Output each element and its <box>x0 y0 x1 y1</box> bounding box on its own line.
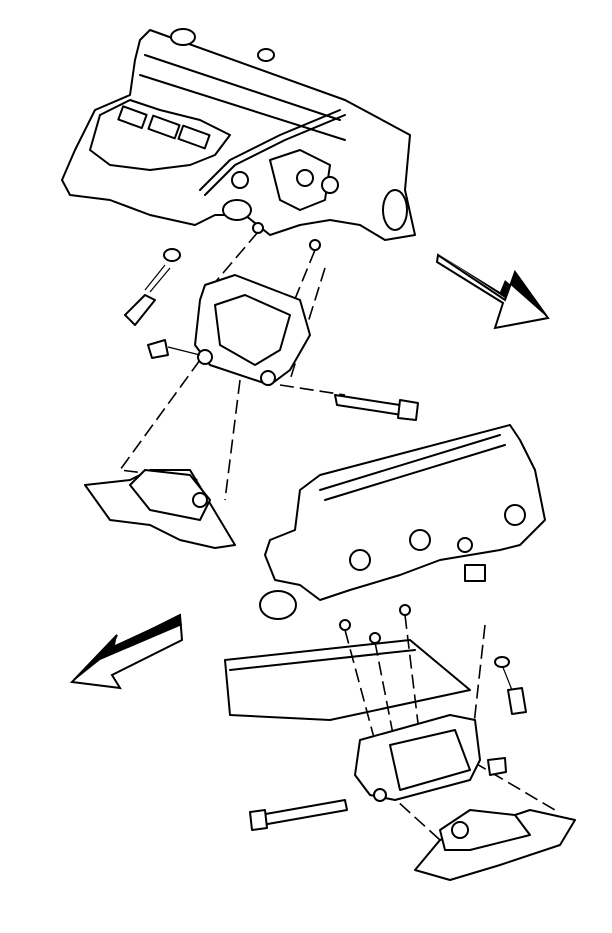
upper-mount-bracket <box>194 274 311 386</box>
lower-mount-bracket <box>354 714 481 802</box>
upper-dashed-guides <box>118 231 346 501</box>
direction-arrow-lower <box>69 613 184 690</box>
upper-engine-block <box>61 28 416 251</box>
lower-dashed-guides <box>344 614 556 841</box>
upper-frame-mount <box>84 469 236 549</box>
lower-bolts <box>249 656 527 831</box>
lower-engine-block <box>224 424 546 721</box>
upper-bolts <box>124 248 419 421</box>
direction-arrow-upper <box>435 253 550 330</box>
lower-frame-mount <box>414 809 576 881</box>
